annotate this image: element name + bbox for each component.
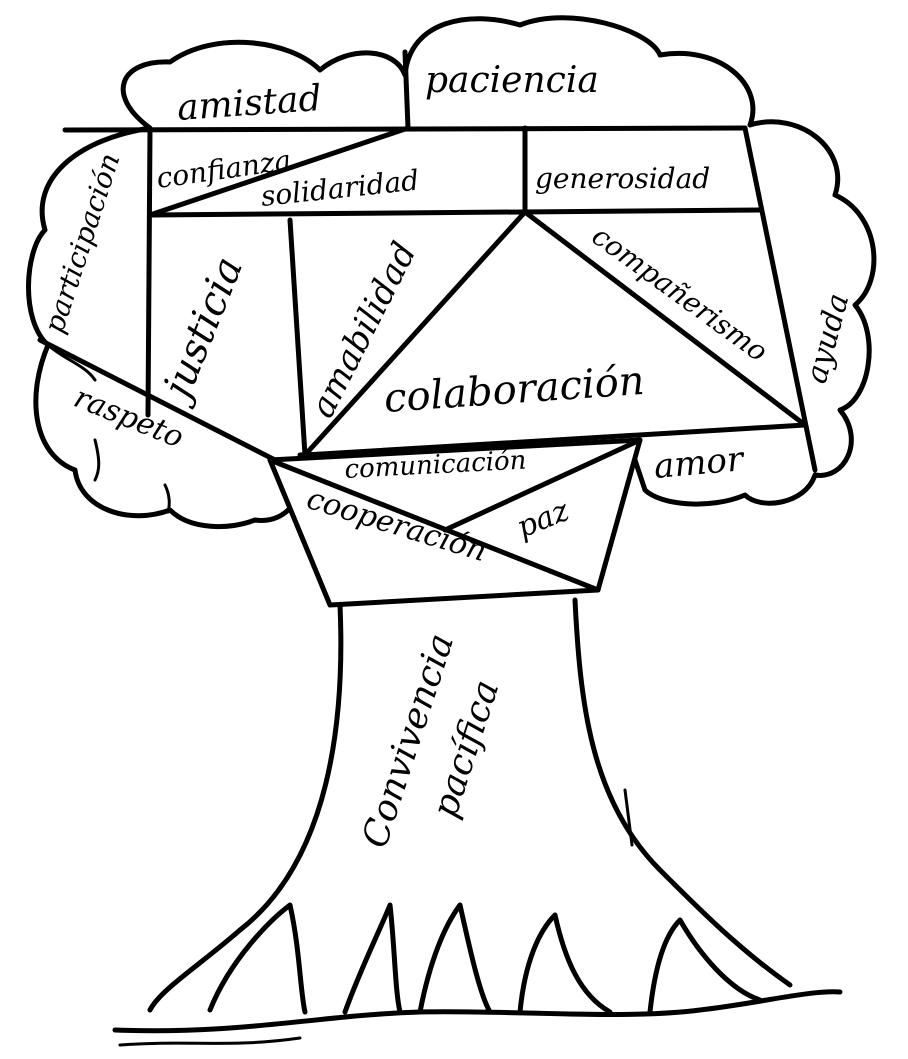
root-3 — [420, 905, 490, 1012]
label-paciencia: paciencia — [425, 60, 599, 101]
ground-line — [115, 992, 840, 1031]
label-amor: amor — [652, 439, 746, 487]
crown-grid-left-col — [148, 130, 150, 415]
trunk-dash — [625, 790, 632, 845]
root-4 — [520, 915, 610, 1012]
label-generosidad: generosidad — [535, 162, 710, 195]
ground-wave — [120, 1038, 300, 1045]
crown-grid-mid-col — [405, 52, 408, 128]
root-5 — [650, 920, 760, 1012]
root-2 — [345, 905, 400, 1012]
root-1 — [210, 905, 305, 1012]
